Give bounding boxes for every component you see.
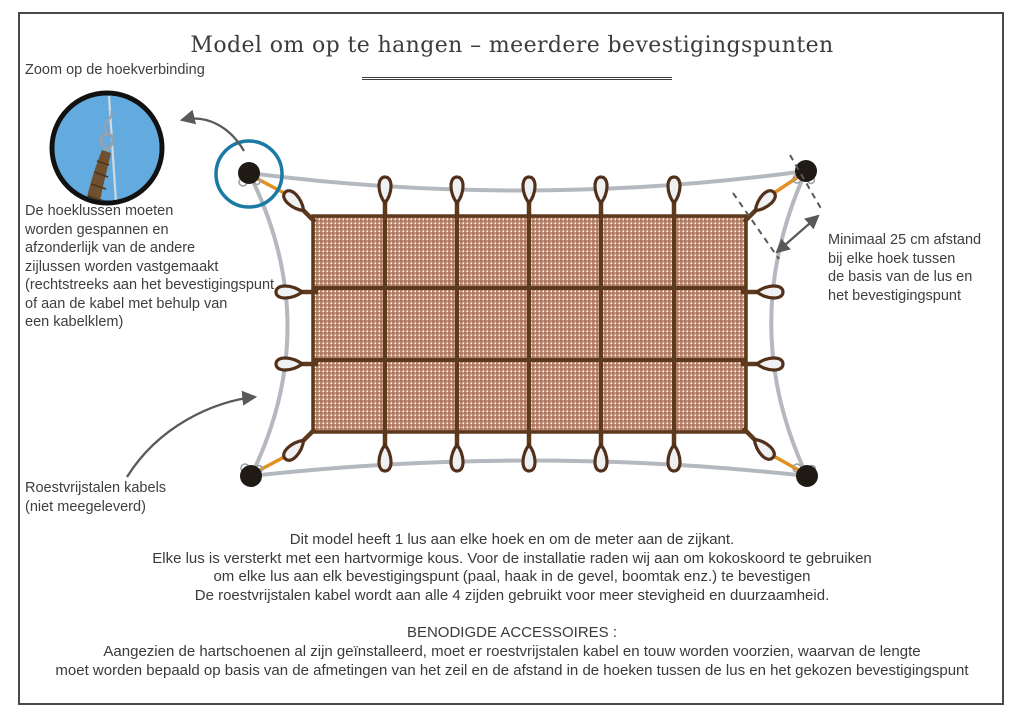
distance-arrow bbox=[775, 214, 820, 254]
attachment-point-top-left bbox=[238, 162, 262, 187]
title-double-underline bbox=[362, 77, 672, 80]
model-description: Dit model heeft 1 lus aan elke hoek en o… bbox=[152, 531, 872, 605]
cable-pointer-arrow bbox=[126, 390, 258, 478]
distance-indicator bbox=[732, 154, 824, 260]
photo-hook bbox=[103, 110, 113, 134]
dashed-guide-loop-base bbox=[732, 192, 780, 260]
photo-wire bbox=[107, 95, 118, 201]
cable-right bbox=[769, 169, 809, 478]
net-mesh bbox=[311, 214, 748, 434]
accessories-body: Aangezien de hartschoenen al zijn geïnst… bbox=[55, 643, 969, 679]
cable-left bbox=[247, 171, 290, 478]
photo-inset-label: Zoom op de hoekverbinding bbox=[25, 62, 205, 78]
photo-pointer-arrow bbox=[179, 109, 245, 152]
cord-top-right bbox=[769, 173, 803, 197]
corner-photo bbox=[49, 90, 165, 206]
corner-loop-bottom-right bbox=[739, 424, 777, 462]
attachment-point-top-right bbox=[792, 160, 817, 185]
note-corner-loops: De hoeklussen moeten worden gespannen en… bbox=[25, 203, 275, 330]
photo-thimble bbox=[99, 132, 115, 151]
page-title: Model om op te hangen – meerdere bevesti… bbox=[190, 33, 834, 58]
zoom-highlight-circle bbox=[214, 139, 284, 209]
corner-loop-top-left bbox=[281, 188, 319, 226]
corner-loop-top-right bbox=[740, 188, 778, 226]
note-min-distance: Minimaal 25 cm afstand bij elke hoek tus… bbox=[828, 232, 982, 304]
corner-loop-bottom-left bbox=[281, 425, 319, 463]
attachment-points bbox=[238, 160, 818, 487]
attachment-point-bottom-right bbox=[792, 463, 818, 487]
cord-bottom-right bbox=[768, 452, 804, 474]
accessories-heading: BENODIGDE ACCESSOIRES : bbox=[406, 624, 618, 641]
attachment-point-bottom-left bbox=[240, 463, 264, 487]
note-steel-cables: Roestvrijstalen kabels (niet meegeleverd… bbox=[25, 480, 167, 515]
